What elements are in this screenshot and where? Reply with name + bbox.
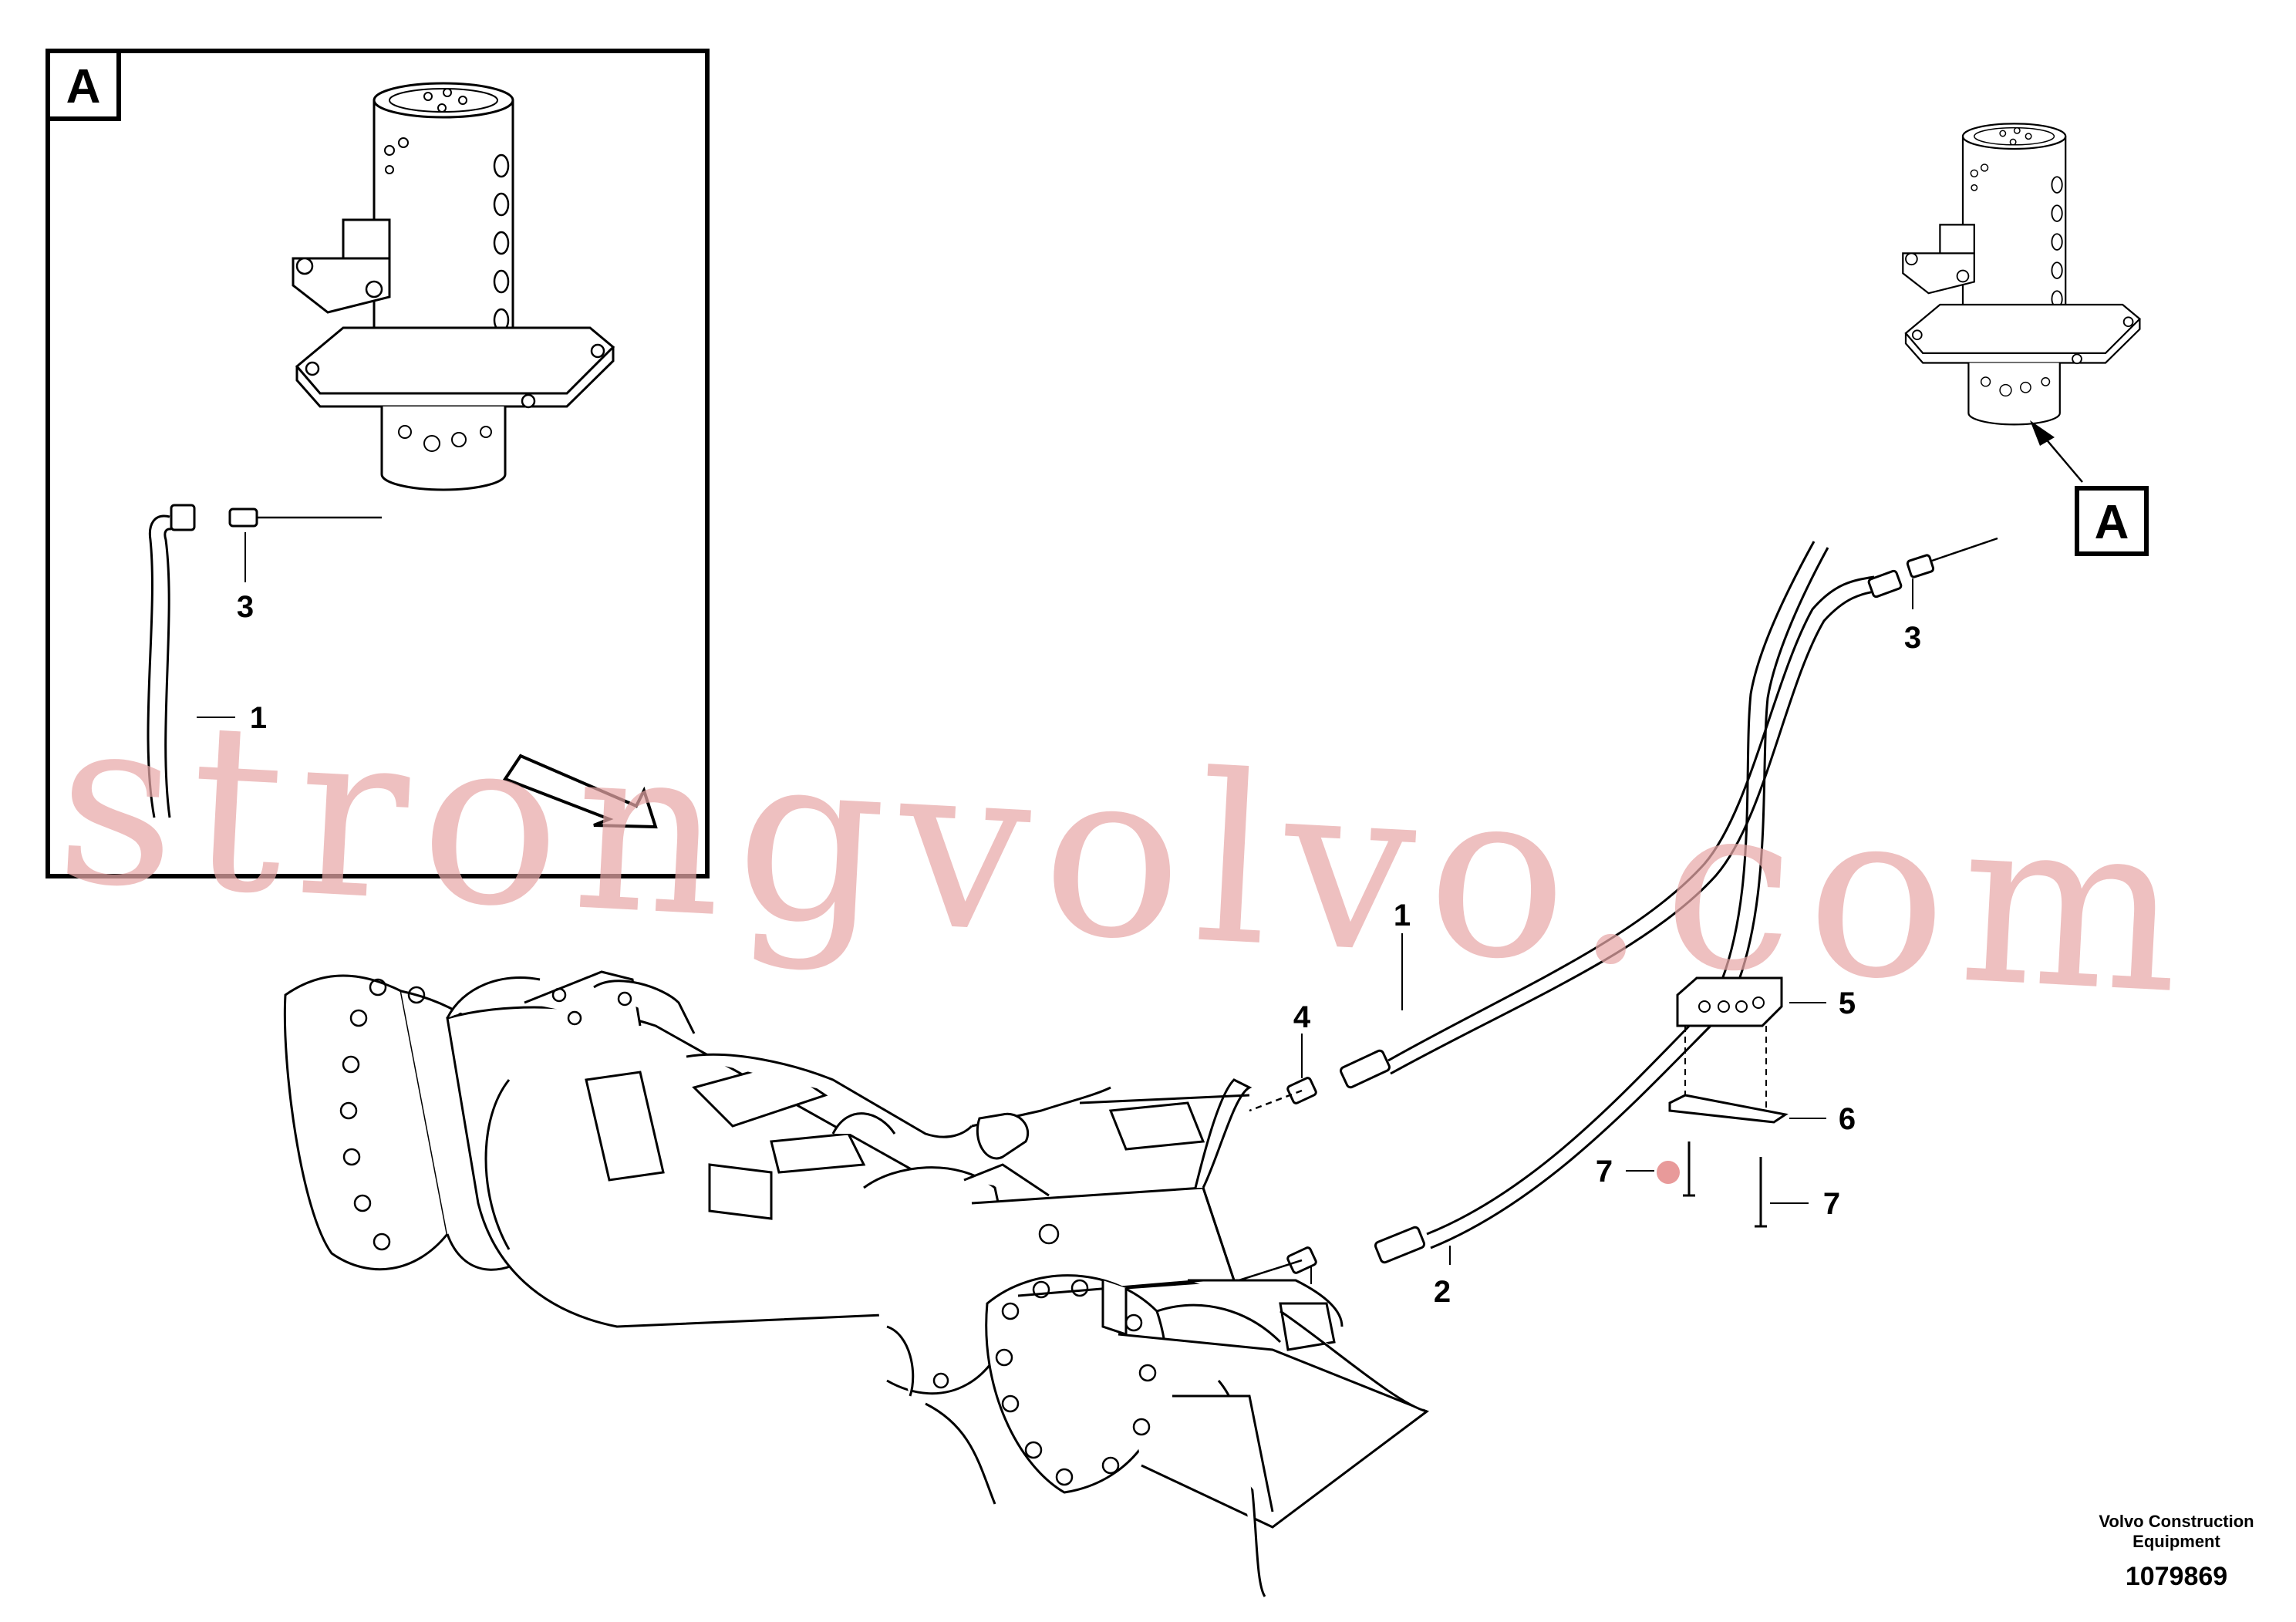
callout-2: 2	[1434, 1275, 1451, 1309]
arrowhead	[2030, 420, 2055, 446]
hose-1-outline-b	[1390, 588, 1883, 1075]
inset-hose-outline-a	[147, 514, 170, 818]
plate-part	[1668, 1094, 1789, 1124]
hose-2-outline-a	[1426, 541, 1816, 1236]
callout-4-upper: 4	[1293, 1000, 1311, 1034]
inset-swivel-joint	[292, 82, 615, 491]
marker-dot	[1657, 1161, 1680, 1184]
axle-assembly	[283, 970, 1430, 1597]
connection-line	[1233, 1259, 1303, 1283]
hose-1-outline-a	[1387, 575, 1875, 1062]
callout-1: 1	[1394, 899, 1411, 932]
reference-label: A	[2095, 496, 2129, 549]
callout-inset-3: 3	[237, 590, 254, 624]
connection-line	[1931, 537, 1998, 562]
drawing-number: 1079869	[2126, 1562, 2227, 1591]
inset-hose-outline-b	[164, 528, 172, 818]
inset-hose-fitting	[170, 504, 196, 531]
connection-line	[1249, 1089, 1303, 1112]
company-name-line2: Equipment	[2132, 1532, 2220, 1551]
callout-7-right: 7	[1823, 1187, 1840, 1221]
hose-1-fitting-top	[1867, 569, 1903, 599]
callout-5: 5	[1839, 986, 1856, 1020]
swivel-joint	[1902, 123, 2141, 426]
clamp-part	[1676, 976, 1783, 1027]
callout-7-left: 7	[1596, 1155, 1613, 1189]
company-name-line1: Volvo Construction	[2099, 1512, 2254, 1531]
hose-1-fitting-bottom	[1340, 1049, 1391, 1089]
callout-6: 6	[1839, 1102, 1856, 1136]
inset-adapter-part	[228, 508, 258, 528]
detail-label-box	[46, 49, 121, 121]
callout-inset-1: 1	[250, 701, 267, 735]
direction-arrow-icon	[502, 754, 658, 829]
hose-2-outline-b	[1430, 547, 1829, 1249]
detail-label: A	[66, 60, 101, 113]
adapter-part	[1906, 554, 1935, 578]
detail-frame	[46, 49, 710, 878]
hose-2-fitting-bottom	[1374, 1226, 1426, 1264]
callout-3: 3	[1904, 621, 1921, 655]
reference-label-box	[2075, 486, 2149, 556]
